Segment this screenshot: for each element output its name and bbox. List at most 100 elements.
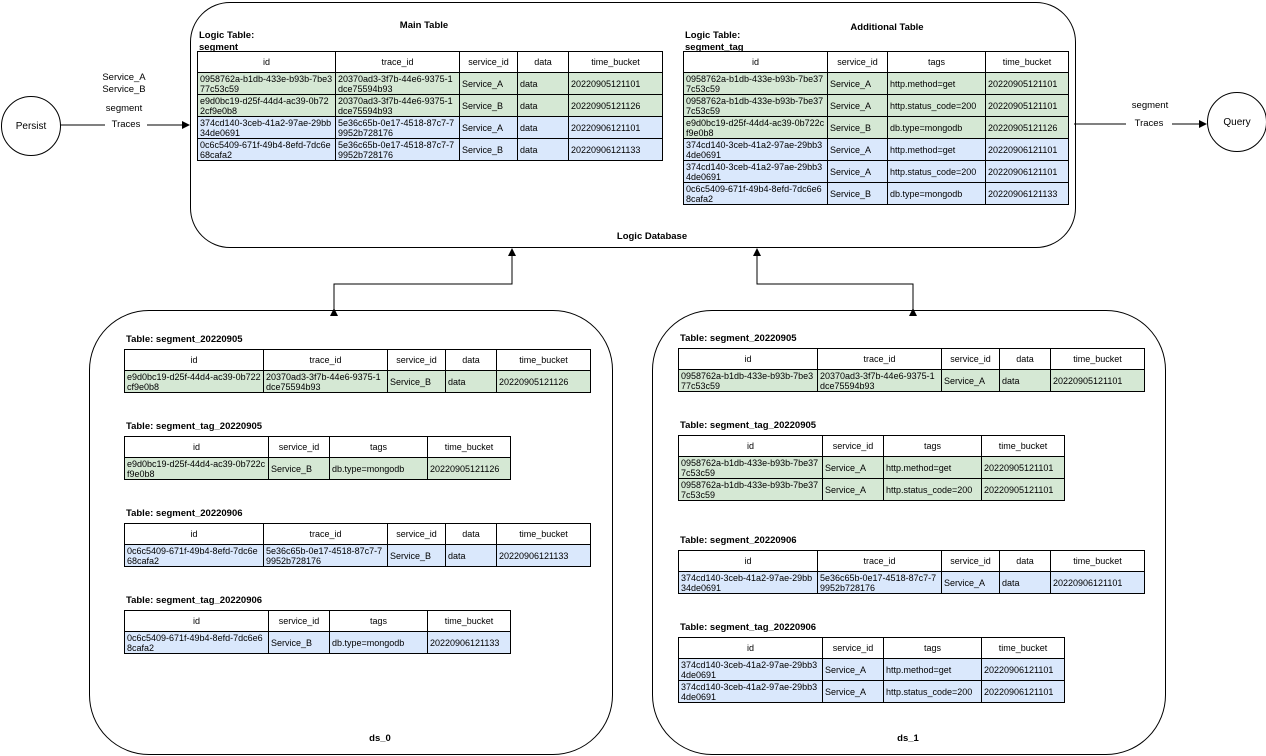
column-header-data: data — [517, 51, 569, 73]
cell-service-id: Service_A — [827, 94, 888, 117]
ds-1-link-arrow — [753, 248, 917, 316]
cell-time-bucket: 20220906121101 — [981, 680, 1065, 703]
column-header-service-id: service_id — [822, 435, 884, 457]
cell-tags: db.type=mongodb — [887, 116, 986, 139]
cell-time-bucket: 20220905121126 — [427, 457, 511, 480]
column-header-id: id — [197, 51, 336, 73]
column-header-service-id: service_id — [941, 550, 1000, 572]
cell-tags: http.status_code=200 — [887, 160, 986, 183]
cell-id: 0958762a-b1db-433e-b93b-7be377c53c59 — [683, 72, 828, 95]
cell-id: e9d0bc19-d25f-44d4-ac39-0b722cf9e0b8 — [124, 457, 269, 480]
cell-tags: http.method=get — [887, 72, 986, 95]
cell-id: 374cd140-3ceb-41a2-97ae-29bb34de0691 — [683, 160, 828, 183]
ds-0-t1-caption: Table: segment_20220905 — [126, 334, 243, 345]
cell-id: 0958762a-b1db-433e-b93b-7be377c53c59 — [678, 456, 823, 479]
cell-tags: db.type=mongodb — [329, 457, 428, 480]
column-header-time-bucket: time_bucket — [427, 436, 511, 458]
column-header-id: id — [678, 348, 818, 370]
ds-0-t3-caption: Table: segment_20220906 — [126, 508, 243, 519]
cell-trace-id: 20370ad3-3f7b-44e6-9375-1dce75594b93 — [263, 370, 388, 393]
cell-service-id: Service_B — [268, 631, 330, 654]
left-edge-segment: segment — [105, 103, 143, 114]
cell-id: 0958762a-b1db-433e-b93b-7be377c53c59 — [678, 369, 818, 392]
cell-id: e9d0bc19-d25f-44d4-ac39-0b722cf9e0b8 — [124, 370, 264, 393]
column-header-time-bucket: time_bucket — [981, 637, 1065, 659]
logic-database-label: Logic Database — [616, 231, 688, 242]
column-header-service-id: service_id — [459, 51, 518, 73]
column-header-data: data — [445, 523, 497, 545]
persist-node: Persist — [1, 96, 61, 156]
cell-time-bucket: 20220905121101 — [1050, 369, 1145, 392]
cell-service-id: Service_A — [822, 478, 884, 501]
main-table-title: Main Table — [399, 20, 449, 31]
ds-1-t2-caption: Table: segment_tag_20220905 — [680, 420, 817, 431]
cell-trace-id: 20370ad3-3f7b-44e6-9375-1dce75594b93 — [335, 72, 460, 95]
ds-0-link-arrow — [330, 248, 516, 316]
left-edge-traces: Traces — [105, 119, 147, 131]
column-header-service-id: service_id — [268, 610, 330, 632]
cell-trace-id: 5e36c65b-0e17-4518-87c7-79952b728176 — [335, 138, 460, 161]
cell-data: data — [517, 138, 569, 161]
right-edge-traces: Traces — [1126, 118, 1172, 130]
column-header-trace-id: trace_id — [263, 523, 388, 545]
cell-service-id: Service_A — [822, 456, 884, 479]
cell-id: 374cd140-3ceb-41a2-97ae-29bb34de0691 — [678, 658, 823, 681]
column-header-service-id: service_id — [387, 523, 446, 545]
cell-data: data — [999, 571, 1051, 594]
column-header-trace-id: trace_id — [335, 51, 460, 73]
column-header-tags: tags — [887, 51, 986, 73]
ds-1-t3-caption: Table: segment_20220906 — [680, 535, 797, 546]
cell-time-bucket: 20220905121126 — [496, 370, 591, 393]
column-header-id: id — [124, 523, 264, 545]
cell-id: 0c6c5409-671f-49b4-8efd-7dc6e68cafa2 — [124, 544, 264, 567]
ds-0-label: ds_0 — [369, 733, 391, 744]
cell-id: 0958762a-b1db-433e-b93b-7be377c53c59 — [678, 478, 823, 501]
cell-service-id: Service_A — [941, 571, 1000, 594]
cell-service-id: Service_B — [268, 457, 330, 480]
main-table-caption: Logic Table: segment — [199, 30, 254, 54]
column-header-id: id — [683, 51, 828, 73]
ds-1-t1-caption: Table: segment_20220905 — [680, 333, 797, 344]
cell-id: 374cd140-3ceb-41a2-97ae-29bb34de0691 — [678, 571, 818, 594]
column-header-time-bucket: time_bucket — [496, 523, 591, 545]
cell-time-bucket: 20220905121101 — [985, 94, 1069, 117]
cell-time-bucket: 20220906121133 — [568, 138, 663, 161]
cell-tags: db.type=mongodb — [887, 182, 986, 205]
cell-service-id: Service_A — [822, 658, 884, 681]
column-header-service-id: service_id — [941, 348, 1000, 370]
column-header-time-bucket: time_bucket — [981, 435, 1065, 457]
cell-service-id: Service_A — [459, 116, 518, 139]
ds-0-t4-caption: Table: segment_tag_20220906 — [126, 595, 263, 606]
cell-time-bucket: 20220905121101 — [985, 72, 1069, 95]
query-label: Query — [1223, 116, 1251, 128]
cell-time-bucket: 20220905121101 — [981, 456, 1065, 479]
column-header-time-bucket: time_bucket — [1050, 348, 1145, 370]
cell-time-bucket: 20220906121133 — [427, 631, 511, 654]
additional-table-caption-line2: segment_tag — [685, 42, 744, 53]
cell-trace-id: 20370ad3-3f7b-44e6-9375-1dce75594b93 — [335, 94, 460, 117]
cell-id: 0c6c5409-671f-49b4-8efd-7dc6e68cafa2 — [124, 631, 269, 654]
column-header-time-bucket: time_bucket — [427, 610, 511, 632]
cell-service-id: Service_A — [941, 369, 1000, 392]
